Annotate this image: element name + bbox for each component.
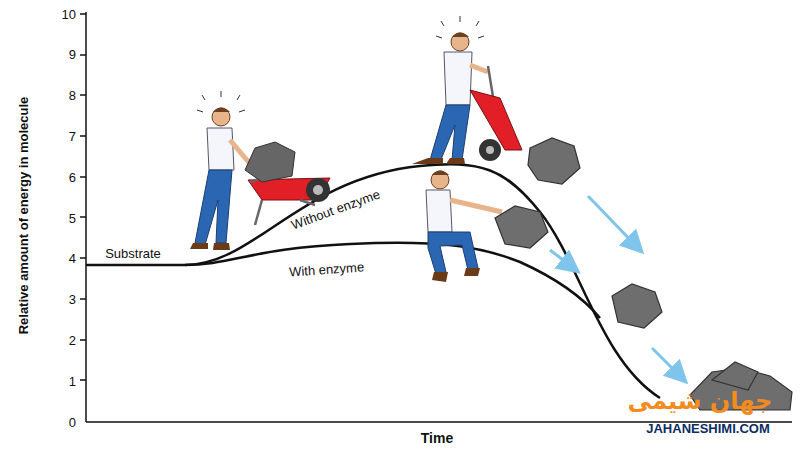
watermark: JAHANESHIMI.COM xyxy=(646,422,770,435)
axis-title: Time xyxy=(421,431,453,445)
tick-value: 3 xyxy=(69,293,76,306)
motion-arrows xyxy=(550,196,684,380)
tick-value: 1 xyxy=(69,375,76,388)
tick-value: 6 xyxy=(69,171,76,184)
tick-value: 0 xyxy=(69,416,76,429)
tick-value: 4 xyxy=(69,252,76,265)
curve-label: Substrate xyxy=(105,247,161,260)
axes xyxy=(80,12,792,422)
worker-sitting xyxy=(426,171,502,283)
tick-value: 10 xyxy=(62,8,76,21)
curve-label: With enzyme xyxy=(289,260,365,278)
tick-value: 5 xyxy=(69,212,76,225)
tick-value: 7 xyxy=(69,130,76,143)
boulders xyxy=(495,138,792,410)
tick-value: 9 xyxy=(69,48,76,61)
with-enzyme-curve xyxy=(185,243,600,318)
axis-title: Relative amount of energy in molecule xyxy=(18,96,31,334)
without-enzyme-curve xyxy=(86,164,660,398)
watermark: جهان شیمی xyxy=(628,389,773,413)
tick-value: 2 xyxy=(69,334,76,347)
tick-value: 8 xyxy=(69,89,76,102)
worker-pushing-uphill xyxy=(190,91,330,250)
worker-tipping-barrow xyxy=(412,16,522,164)
